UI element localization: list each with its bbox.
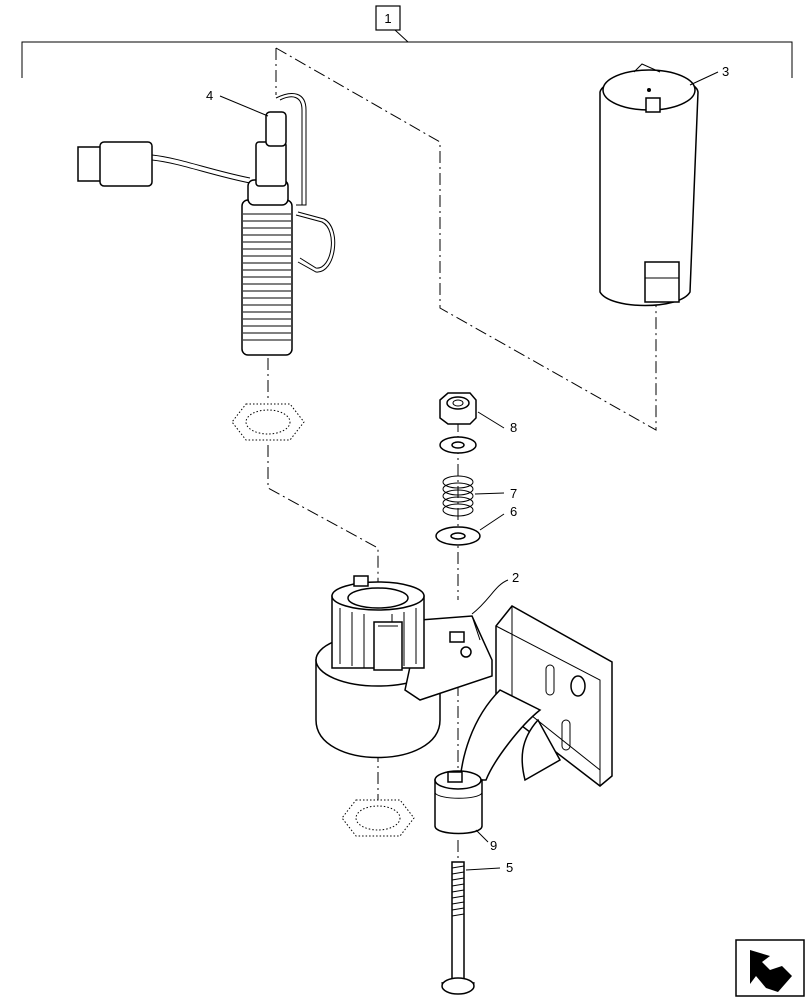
assembly-bracket: [21, 29, 793, 78]
upper-nut[interactable]: [231, 403, 305, 441]
callout-6-label: 6: [510, 504, 517, 519]
callout-4[interactable]: 4: [206, 88, 269, 117]
arrow-icon[interactable]: [735, 939, 805, 997]
mounting-bracket[interactable]: [459, 605, 613, 787]
part-3-cover[interactable]: [599, 63, 699, 307]
callout-2-label: 2: [512, 570, 519, 585]
part-5-bolt[interactable]: [441, 861, 475, 995]
part-4-sensor[interactable]: [77, 93, 336, 356]
part-6-washer[interactable]: [435, 526, 481, 546]
callout-1-label: 1: [384, 11, 391, 26]
callout-7-label: 7: [510, 486, 517, 501]
callout-5-label: 5: [506, 860, 513, 875]
callout-7[interactable]: 7: [474, 486, 517, 501]
center-lines: [267, 47, 657, 862]
callout-9[interactable]: 9: [475, 829, 497, 853]
part-9-bushing[interactable]: [434, 770, 483, 835]
callout-3-label: 3: [722, 64, 729, 79]
sensor-threads: [243, 213, 291, 341]
callout-3[interactable]: 3: [689, 64, 729, 86]
callout-1[interactable]: 1: [375, 5, 401, 31]
lower-nut[interactable]: [341, 799, 415, 837]
callout-2[interactable]: 2: [471, 570, 519, 615]
part-7-spring[interactable]: [442, 475, 474, 517]
callout-9-label: 9: [490, 838, 497, 853]
washer-small[interactable]: [439, 436, 477, 454]
callout-5[interactable]: 5: [465, 860, 513, 875]
part-8-nut[interactable]: [439, 392, 477, 425]
callout-6[interactable]: 6: [479, 504, 517, 531]
callout-8-label: 8: [510, 420, 517, 435]
callout-8[interactable]: 8: [477, 411, 517, 435]
callout-4-label: 4: [206, 88, 213, 103]
part-2-housing[interactable]: [315, 575, 493, 759]
